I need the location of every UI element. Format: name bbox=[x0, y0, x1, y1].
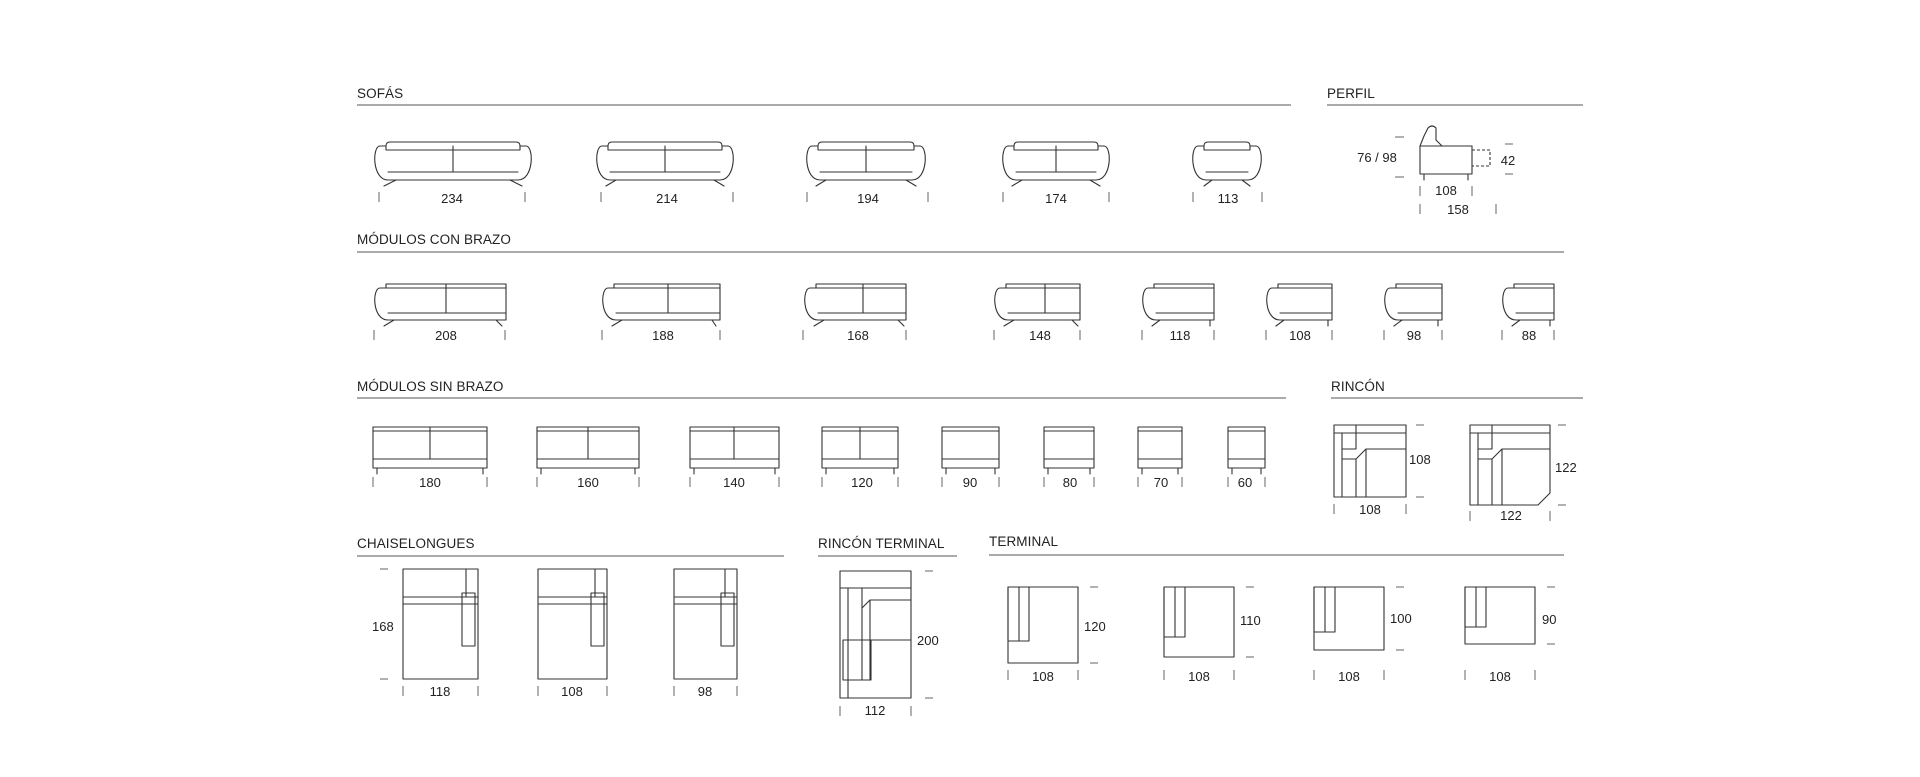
armed-module-88: 88 bbox=[1501, 283, 1555, 343]
armless-module-60: 60 bbox=[1227, 426, 1266, 490]
dimension-label: 113 bbox=[1218, 191, 1239, 206]
section-modulos-con-brazo: MÓDULOS CON BRAZO 208 188 bbox=[357, 232, 1564, 343]
section-title-rincon: RINCÓN bbox=[1331, 379, 1385, 394]
profile-depth-dimension: 108 bbox=[1435, 183, 1457, 198]
dimension-label: 108 bbox=[561, 684, 583, 699]
armless-module-80: 80 bbox=[1043, 426, 1095, 490]
dimension-label: 160 bbox=[577, 475, 599, 490]
dimension-label: 98 bbox=[1407, 328, 1421, 343]
chaise-108: 108 bbox=[537, 568, 608, 699]
armless-module-180: 180 bbox=[372, 426, 488, 490]
dimension-label: 118 bbox=[430, 684, 451, 699]
section-title-terminal: TERMINAL bbox=[989, 534, 1058, 549]
dimension-label: 140 bbox=[723, 475, 745, 490]
chaise-98: 98 bbox=[673, 568, 738, 699]
dimension-label: 88 bbox=[1522, 328, 1536, 343]
section-sofas: SOFÁS 234 214 bbox=[357, 86, 1291, 206]
dimension-label: 120 bbox=[851, 475, 873, 490]
armless-module-160: 160 bbox=[536, 426, 640, 490]
profile-seat-dimension: 42 bbox=[1501, 153, 1515, 168]
section-title-modulos-sin-brazo: MÓDULOS SIN BRAZO bbox=[357, 379, 503, 394]
profile-drawing bbox=[1395, 125, 1513, 214]
armed-module-168: 168 bbox=[802, 283, 907, 343]
chaise-118: 118 bbox=[402, 568, 479, 699]
dimension-label: 148 bbox=[1029, 328, 1051, 343]
armed-module-108: 108 bbox=[1265, 283, 1333, 343]
dimension-label: 70 bbox=[1154, 475, 1168, 490]
dimension-label: 108 bbox=[1289, 328, 1311, 343]
section-title-rincon-terminal: RINCÓN TERMINAL bbox=[818, 536, 945, 551]
terminal-depth-dimension: 90 bbox=[1542, 612, 1556, 627]
corner-module-108: 108 108 bbox=[1333, 424, 1431, 517]
terminal-width-dimension: 108 bbox=[1489, 669, 1511, 684]
dimension-label: 80 bbox=[1063, 475, 1077, 490]
terminal-90: 90 108 bbox=[1464, 586, 1556, 684]
dimension-label: 208 bbox=[435, 328, 457, 343]
dimension-label: 118 bbox=[1170, 328, 1191, 343]
sofa-214: 214 bbox=[596, 141, 734, 206]
dimension-label: 214 bbox=[656, 191, 678, 206]
corner-depth-dimension: 122 bbox=[1555, 460, 1577, 475]
terminal-depth-dimension: 120 bbox=[1084, 619, 1106, 634]
dimension-label: 188 bbox=[652, 328, 674, 343]
section-title-modulos-con-brazo: MÓDULOS CON BRAZO bbox=[357, 232, 511, 247]
section-chaiselongues: CHAISELONGUES 168 118 108 bbox=[357, 536, 784, 699]
dimension-label: 90 bbox=[963, 475, 977, 490]
corner-module-122: 122 122 bbox=[1469, 424, 1577, 523]
chaise-depth-dimension: 168 bbox=[372, 619, 394, 634]
terminal-depth-dimension: 100 bbox=[1390, 611, 1412, 626]
terminal-width-dimension: 108 bbox=[1188, 669, 1210, 684]
sofa-234: 234 bbox=[374, 141, 532, 206]
sofa-194: 194 bbox=[806, 141, 929, 206]
corner-terminal-width-dimension: 112 bbox=[865, 703, 886, 718]
terminal-120: 120 108 bbox=[1007, 586, 1106, 684]
armless-module-140: 140 bbox=[689, 426, 780, 490]
dimension-label: 234 bbox=[441, 191, 463, 206]
terminal-width-dimension: 108 bbox=[1032, 669, 1054, 684]
section-rincon-terminal: RINCÓN TERMINAL 200 112 bbox=[818, 536, 957, 718]
profile-height-dimension: 76 / 98 bbox=[1357, 150, 1397, 165]
armed-module-118: 118 bbox=[1141, 283, 1215, 343]
dimension-label: 60 bbox=[1238, 475, 1252, 490]
section-title-perfil: PERFIL bbox=[1327, 86, 1375, 101]
armless-module-90: 90 bbox=[941, 426, 1000, 490]
armless-module-120: 120 bbox=[821, 426, 899, 490]
terminal-110: 110 108 bbox=[1163, 586, 1261, 684]
corner-width-dimension: 108 bbox=[1359, 502, 1381, 517]
terminal-width-dimension: 108 bbox=[1338, 669, 1360, 684]
armed-module-208: 208 bbox=[373, 283, 507, 343]
section-title-chaiselongues: CHAISELONGUES bbox=[357, 536, 475, 551]
dimension-label: 180 bbox=[419, 475, 441, 490]
sofa-174: 174 bbox=[1002, 141, 1110, 206]
profile-extended-dimension: 158 bbox=[1447, 202, 1469, 217]
armless-module-70: 70 bbox=[1137, 426, 1183, 490]
corner-terminal-depth-dimension: 200 bbox=[917, 633, 939, 648]
dimension-label: 194 bbox=[857, 191, 879, 206]
terminal-100: 100 108 bbox=[1313, 586, 1412, 684]
sofa-113: 113 bbox=[1192, 141, 1263, 206]
corner-width-dimension: 122 bbox=[1500, 508, 1522, 523]
armed-module-148: 148 bbox=[993, 283, 1081, 343]
armed-module-98: 98 bbox=[1383, 283, 1443, 343]
terminal-depth-dimension: 110 bbox=[1240, 613, 1261, 628]
dimension-label: 168 bbox=[847, 328, 869, 343]
dimension-label: 174 bbox=[1045, 191, 1067, 206]
corner-terminal-module: 200 112 bbox=[839, 570, 939, 718]
dimension-label: 98 bbox=[698, 684, 712, 699]
armed-module-188: 188 bbox=[601, 283, 721, 343]
section-title-sofas: SOFÁS bbox=[357, 86, 403, 101]
section-rincon: RINCÓN 108 108 122 122 bbox=[1331, 379, 1583, 523]
section-modulos-sin-brazo: MÓDULOS SIN BRAZO 180 160 bbox=[357, 379, 1286, 490]
section-perfil: PERFIL 76 / 98 42 108 158 bbox=[1327, 86, 1583, 217]
corner-depth-dimension: 108 bbox=[1409, 452, 1431, 467]
section-terminal: TERMINAL 120 108 110 108 100 bbox=[989, 534, 1564, 684]
